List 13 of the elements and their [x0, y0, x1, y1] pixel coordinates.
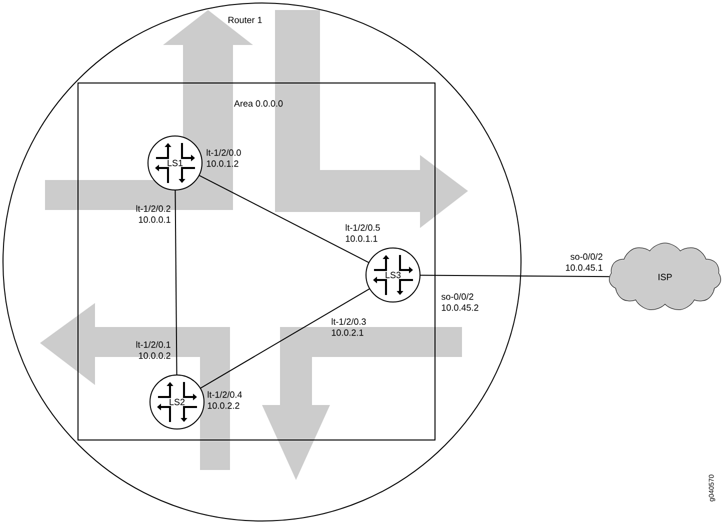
- interface-label: lt-1/2/0.2 10.0.0.1: [136, 205, 170, 223]
- link-line: [420, 274, 610, 278]
- interface-label: so-0/0/2 10.0.45.1: [566, 253, 602, 271]
- link-line: [174, 190, 178, 375]
- interface-label: lt-1/2/0.4 10.0.2.2: [208, 391, 242, 409]
- interface-label: lt-1/2/0.1 10.0.0.2: [136, 341, 170, 359]
- network-cloud: ISP: [609, 242, 721, 310]
- interface-label: lt-1/2/0.3 10.0.2.1: [332, 318, 366, 336]
- interface-label: lt-1/2/0.0 10.0.1.2: [206, 149, 241, 167]
- link-line: [198, 175, 370, 263]
- interface-label: lt-1/2/0.5 10.0.1.1: [346, 224, 380, 242]
- interface-label: so-0/0/2 10.0.45.2: [441, 293, 478, 311]
- link-line: [200, 288, 370, 389]
